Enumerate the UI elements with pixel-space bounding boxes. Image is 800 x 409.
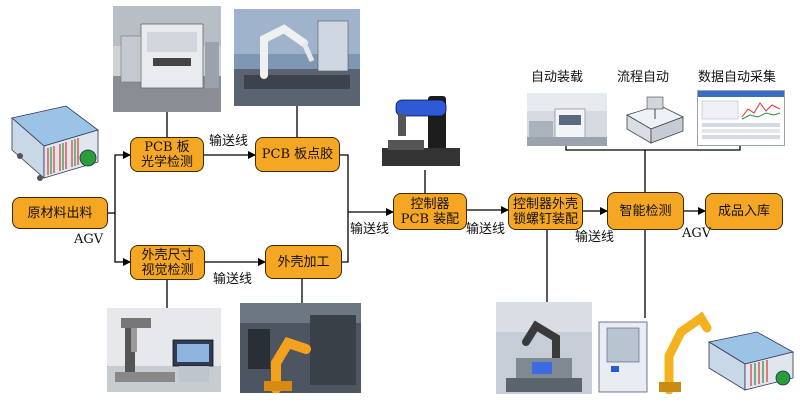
node-shell-processing: 外壳加工 bbox=[265, 245, 342, 279]
shell-vision-inspection-image bbox=[107, 308, 221, 392]
node-label-line1: 控制器 bbox=[410, 196, 450, 212]
node-label-line1: 外壳尺寸 bbox=[141, 247, 194, 263]
node-label: PCB 板点胶 bbox=[261, 147, 334, 162]
node-pcb-glue: PCB 板点胶 bbox=[255, 137, 340, 172]
edge-glue-merge bbox=[340, 154, 349, 212]
node-label: 成品入库 bbox=[717, 204, 770, 219]
smart-test-chamber-robot-image bbox=[597, 300, 797, 394]
node-label: 智能检测 bbox=[619, 203, 672, 219]
shell-machining-robot-image bbox=[240, 303, 361, 393]
node-label-line2: 视觉检测 bbox=[141, 262, 194, 278]
node-pcb-optical-inspection: PCB 板 光学检测 bbox=[130, 137, 204, 172]
caption-data-collection: 数据自动采集 bbox=[698, 70, 777, 85]
node-label-line2: 锁螺钉装配 bbox=[512, 211, 578, 227]
edge-label-agv-left: AGV bbox=[74, 232, 104, 247]
node-finished-storage: 成品入库 bbox=[705, 193, 783, 230]
raw-material-rack-image bbox=[6, 100, 102, 185]
edge-label-conveyor-top: 输送线 bbox=[209, 134, 249, 149]
pcb-glue-robot-image bbox=[234, 9, 360, 106]
node-label-line2: PCB 装配 bbox=[400, 211, 460, 227]
node-controller-pcb-assembly: 控制器 PCB 装配 bbox=[393, 193, 467, 230]
caption-process-automation: 流程自动 bbox=[617, 70, 670, 85]
node-label: 原材料出料 bbox=[27, 205, 93, 221]
edge-proc-merge bbox=[342, 212, 349, 263]
data-collection-screen-image bbox=[697, 90, 785, 146]
edge-label-agv-right: AGV bbox=[682, 226, 712, 241]
caption-auto-loading: 自动装载 bbox=[531, 70, 584, 85]
node-label-line2: 光学检测 bbox=[140, 154, 193, 170]
lead-auto-bracket bbox=[565, 146, 741, 151]
ctrl-pcb-scara-image bbox=[378, 92, 464, 170]
node-raw-material-output: 原材料出料 bbox=[12, 197, 108, 229]
auto-loading-image bbox=[527, 93, 607, 146]
process-automation-image bbox=[617, 93, 689, 146]
edge-label-conveyor-mid3: 输送线 bbox=[575, 230, 615, 245]
node-smart-testing: 智能检测 bbox=[607, 192, 684, 230]
edge-split-shell-size bbox=[114, 213, 131, 266]
edge-label-conveyor-bottom: 输送线 bbox=[213, 272, 253, 287]
edge-label-conveyor-mid2: 输送线 bbox=[466, 222, 506, 237]
node-label: 外壳加工 bbox=[277, 254, 330, 270]
node-controller-shell-screw-assembly: 控制器外壳 锁螺钉装配 bbox=[508, 193, 583, 230]
pcb-optical-inspection-image bbox=[113, 6, 221, 112]
node-label-line1: 控制器外壳 bbox=[512, 196, 578, 212]
edge-label-conveyor-mid1: 输送线 bbox=[350, 222, 390, 237]
ctrl-shell-screw-robot-image bbox=[496, 302, 592, 394]
edge-split-pcb-optical bbox=[114, 151, 131, 213]
node-label-line1: PCB 板 bbox=[144, 139, 190, 155]
node-shell-size-inspection: 外壳尺寸 视觉检测 bbox=[130, 245, 205, 280]
